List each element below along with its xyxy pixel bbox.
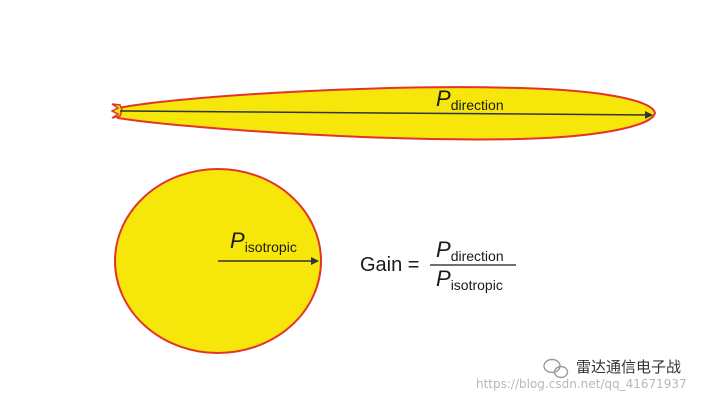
formula-numerator: Pdirection xyxy=(436,237,504,264)
watermark-url: https://blog.csdn.net/qq_41671937 xyxy=(476,377,687,391)
p-isotropic-label: Pisotropic xyxy=(230,228,297,255)
gain-formula: Gain = Pdirection Pisotropic xyxy=(360,237,516,293)
back-lobe-ripples xyxy=(110,103,123,119)
direction-arrow xyxy=(119,110,653,119)
wechat-icon xyxy=(543,358,569,379)
p-direction-label: Pdirection xyxy=(436,86,504,113)
gain-lhs: Gain = xyxy=(360,254,419,276)
formula-denominator: Pisotropic xyxy=(436,266,503,293)
watermark-brand: 雷达通信电子战 xyxy=(576,358,681,376)
